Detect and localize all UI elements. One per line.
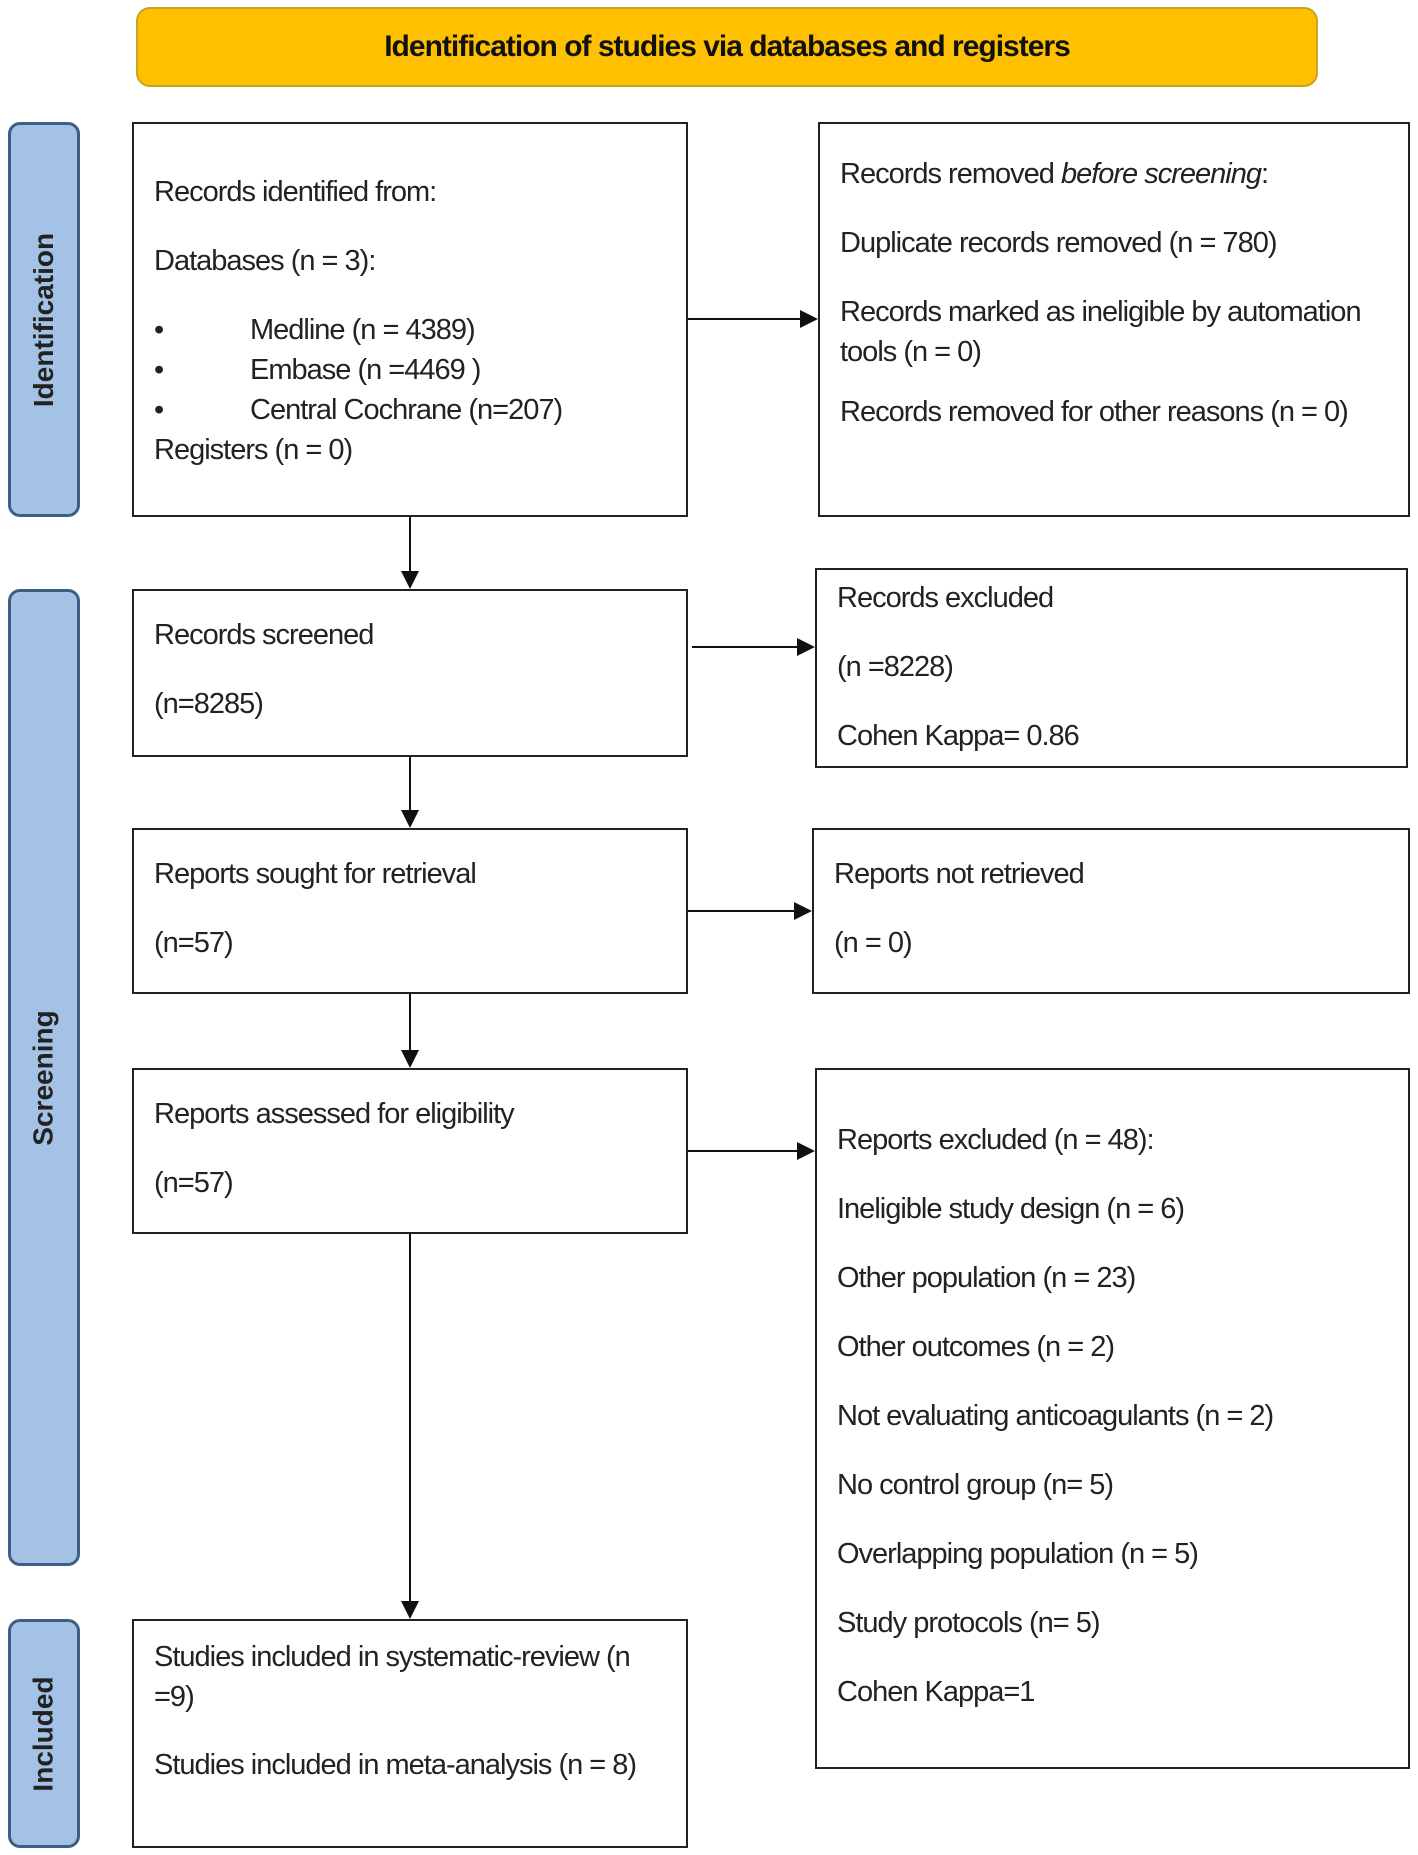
duplicates-removed: Duplicate records removed (n = 780) xyxy=(840,227,1277,259)
header-banner: Identification of studies via databases … xyxy=(136,7,1318,87)
automation-removed: Records marked as ineligible by automati… xyxy=(840,296,1362,368)
db-medline: Medline (n = 4389) xyxy=(250,314,476,346)
connector xyxy=(409,994,411,1052)
connector xyxy=(688,910,796,912)
included-review: Studies included in systematic-review (n… xyxy=(154,1641,631,1713)
list-item: • Embase (n =4469 ) xyxy=(154,350,666,390)
registers-label: Registers (n = 0) xyxy=(154,434,353,466)
studies-included-box: Studies included in systematic-review (n… xyxy=(132,1619,688,1848)
reports-assessed-box: Reports assessed for eligibility (n=57) xyxy=(132,1068,688,1234)
box-title: Records excluded xyxy=(837,582,1054,614)
connector xyxy=(688,1150,799,1152)
exclusion-reason: Study protocols (n= 5) xyxy=(837,1607,1101,1639)
arrow-down-icon xyxy=(401,1601,419,1619)
phase-screening: Screening xyxy=(8,589,80,1566)
count: (n=8285) xyxy=(154,688,264,720)
box-title: Reports excluded (n = 48): xyxy=(837,1124,1155,1156)
exclusion-reason: Not evaluating anticoagulants (n = 2) xyxy=(837,1400,1274,1432)
bullet: • xyxy=(154,354,164,386)
other-removed: Records removed for other reasons (n = 0… xyxy=(840,396,1349,428)
included-meta: Studies included in meta-analysis (n = 8… xyxy=(154,1749,637,1781)
box-title: Records screened xyxy=(154,619,374,651)
arrow-down-icon xyxy=(401,571,419,589)
records-screened-box: Records screened (n=8285) xyxy=(132,589,688,757)
arrow-right-icon xyxy=(797,638,815,656)
phase-included: Included xyxy=(8,1619,80,1848)
arrow-down-icon xyxy=(401,1050,419,1068)
arrow-right-icon xyxy=(797,1142,815,1160)
phase-label: Included xyxy=(28,1675,59,1792)
arrow-right-icon xyxy=(794,902,812,920)
count: (n=57) xyxy=(154,1167,234,1199)
box-title: Reports sought for retrieval xyxy=(154,858,477,890)
count: (n =8228) xyxy=(837,651,954,683)
reports-excluded-box: Reports excluded (n = 48): Ineligible st… xyxy=(815,1068,1410,1769)
count: (n=57) xyxy=(154,927,234,959)
exclusion-reason: Cohen Kappa=1 xyxy=(837,1676,1035,1708)
phase-label: Identification xyxy=(28,232,60,407)
bullet: • xyxy=(154,314,164,346)
list-item: • Medline (n = 4389) xyxy=(154,310,666,350)
exclusion-reason: Overlapping population (n = 5) xyxy=(837,1538,1199,1570)
box-title: Records identified from: xyxy=(154,176,437,208)
connector xyxy=(688,318,802,320)
box-title: Reports assessed for eligibility xyxy=(154,1098,515,1130)
count: (n = 0) xyxy=(834,927,913,959)
connector xyxy=(692,646,799,648)
box-title: Records removed before screening: xyxy=(840,158,1269,190)
reports-not-retrieved-box: Reports not retrieved (n = 0) xyxy=(812,828,1410,994)
list-item: • Central Cochrane (n=207) xyxy=(154,390,666,430)
db-cochrane: Central Cochrane (n=207) xyxy=(250,394,563,426)
connector xyxy=(409,757,411,812)
databases-label: Databases (n = 3): xyxy=(154,245,376,277)
records-excluded-box: Records excluded (n =8228) Cohen Kappa= … xyxy=(815,568,1408,768)
phase-label: Screening xyxy=(28,1009,60,1146)
box-title: Reports not retrieved xyxy=(834,858,1085,890)
connector xyxy=(409,517,411,573)
exclusion-reason: Other population (n = 23) xyxy=(837,1262,1136,1294)
reports-sought-box: Reports sought for retrieval (n=57) xyxy=(132,828,688,994)
arrow-right-icon xyxy=(800,310,818,328)
connector xyxy=(409,1234,411,1603)
exclusion-reason: No control group (n= 5) xyxy=(837,1469,1114,1501)
bullet: • xyxy=(154,394,164,426)
arrow-down-icon xyxy=(401,810,419,828)
records-identified-box: Records identified from: Databases (n = … xyxy=(132,122,688,517)
phase-identification: Identification xyxy=(8,122,80,517)
exclusion-reason: Other outcomes (n = 2) xyxy=(837,1331,1115,1363)
records-removed-box: Records removed before screening: Duplic… xyxy=(818,122,1410,517)
exclusion-reason: Ineligible study design (n = 6) xyxy=(837,1193,1185,1225)
kappa: Cohen Kappa= 0.86 xyxy=(837,720,1080,752)
db-embase: Embase (n =4469 ) xyxy=(250,354,481,386)
